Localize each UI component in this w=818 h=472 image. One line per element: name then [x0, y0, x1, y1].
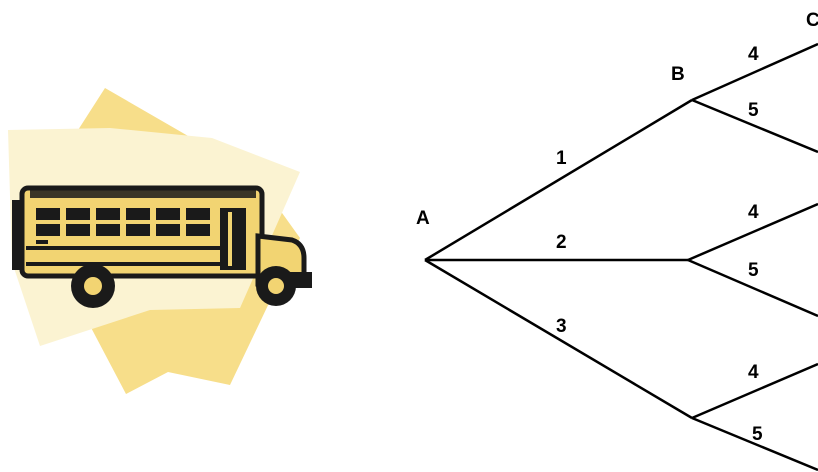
edge-label-middle-4: 4 — [748, 202, 759, 223]
node-label-b: B — [671, 64, 685, 85]
edge-low-4 — [691, 362, 818, 420]
edge-a-b-1 — [424, 98, 693, 262]
edge-label-2: 2 — [556, 232, 567, 253]
tree-edges — [424, 42, 818, 472]
edge-a-low-3 — [424, 258, 693, 420]
node-label-c: C — [806, 10, 818, 31]
edge-label-lower-4: 4 — [748, 362, 759, 383]
school-bus-clipart — [8, 88, 312, 394]
edge-mid-5 — [687, 258, 818, 318]
edge-label-lower-5: 5 — [752, 424, 763, 445]
edge-label-upper-5: 5 — [748, 100, 759, 121]
edge-b-4 — [691, 42, 818, 102]
school-bus-icon — [12, 185, 312, 308]
edge-mid-4 — [687, 202, 818, 262]
edge-b-5 — [691, 98, 818, 154]
edge-label-1: 1 — [556, 148, 567, 169]
edge-label-middle-5: 5 — [748, 260, 759, 281]
edge-label-upper-4: 4 — [748, 44, 759, 65]
node-label-a: A — [416, 208, 430, 229]
edge-label-3: 3 — [556, 316, 567, 337]
edge-low-5 — [691, 416, 818, 472]
